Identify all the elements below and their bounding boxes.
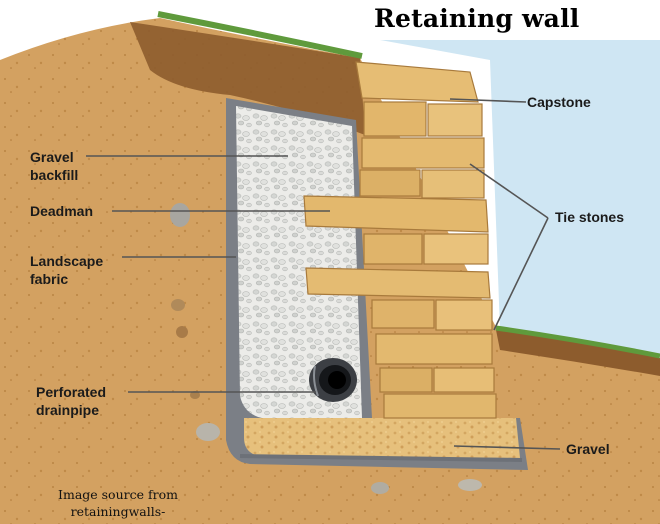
soil-stone — [170, 203, 190, 227]
wall-stone — [434, 368, 494, 392]
wall-stone — [380, 368, 432, 392]
label-tie-stones: Tie stones — [555, 208, 624, 226]
label-deadman: Deadman — [30, 202, 93, 220]
diagram-title: Retaining wall — [374, 4, 579, 33]
label-gravel: Gravel — [566, 440, 610, 458]
label-gravel-backfill: Gravel backfill — [30, 148, 78, 184]
label-gravel-backfill-line1: Gravel — [30, 148, 78, 166]
soil-stone — [458, 479, 482, 491]
soil-stone — [196, 423, 220, 441]
soil-stone — [176, 326, 188, 338]
wall-stone — [424, 234, 488, 264]
wall-stone — [436, 300, 492, 330]
credit-line1: Image source from — [18, 486, 218, 503]
label-drainpipe-line1: Perforated — [36, 383, 106, 401]
wall-stone — [376, 334, 492, 364]
label-perforated-drainpipe: Perforated drainpipe — [36, 383, 106, 419]
label-landscape-fabric-line2: fabric — [30, 270, 103, 288]
label-drainpipe-line2: drainpipe — [36, 401, 106, 419]
tie-stone — [306, 268, 490, 298]
label-landscape-fabric-line1: Landscape — [30, 252, 103, 270]
wall-stone — [422, 170, 484, 198]
drainpipe — [309, 358, 357, 402]
wall-stone — [360, 170, 420, 196]
label-landscape-fabric: Landscape fabric — [30, 252, 103, 288]
credit-line2: retainingwalls-landscaping.com — [18, 503, 218, 524]
wall-stone — [428, 104, 482, 136]
image-credit: Image source from retainingwalls-landsca… — [18, 486, 218, 524]
wall-stone — [372, 300, 434, 328]
wall-stone — [364, 234, 422, 264]
tie-stone — [362, 138, 484, 168]
deadman-stone — [304, 196, 488, 232]
label-capstone: Capstone — [527, 93, 591, 111]
soil-stone — [171, 299, 185, 311]
soil-stone — [371, 482, 389, 494]
wall-stone — [364, 102, 426, 136]
label-gravel-backfill-line2: backfill — [30, 166, 78, 184]
wall-stone — [384, 394, 496, 418]
gravel-base-shape — [244, 418, 520, 458]
